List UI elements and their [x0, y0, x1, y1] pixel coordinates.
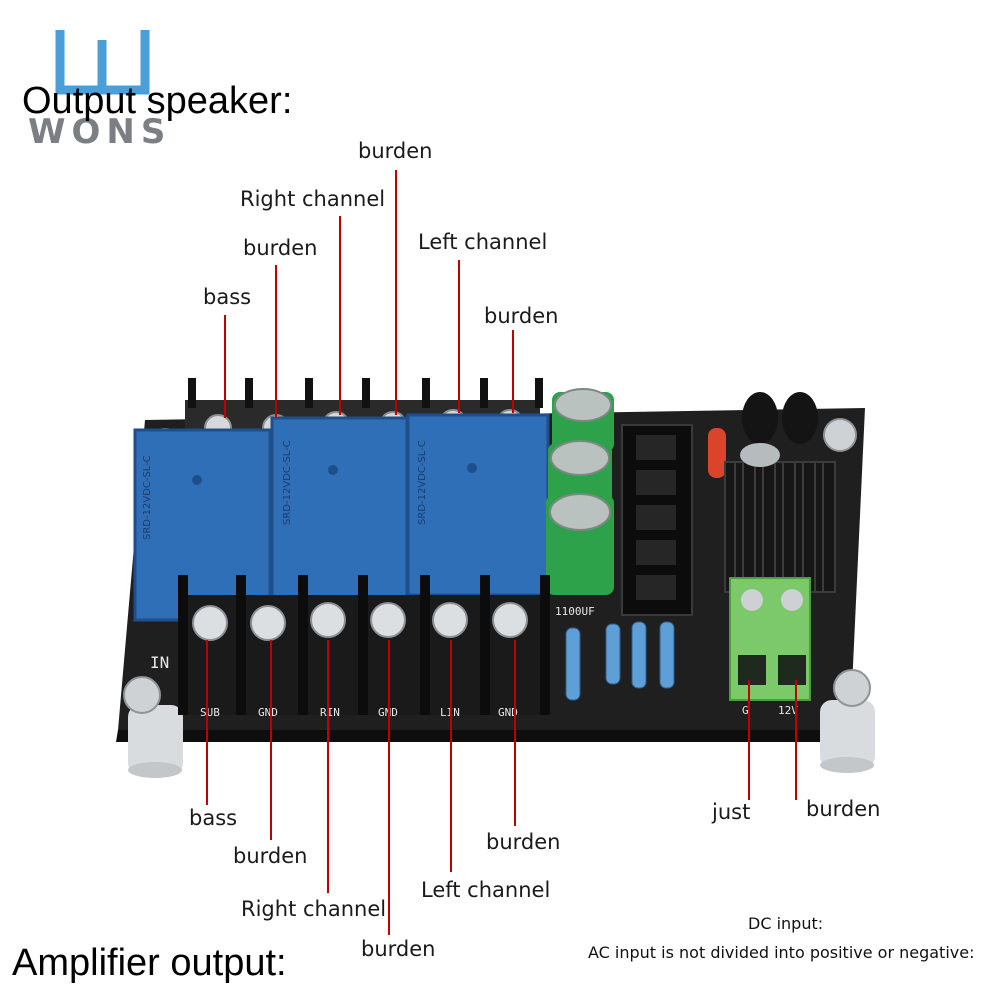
bottom-label-burden-3: burden: [486, 830, 561, 854]
terminal-label-sub: SUB: [200, 706, 220, 719]
leader-lines: [206, 170, 797, 935]
amplifier-output-heading: Amplifier output:: [12, 942, 287, 984]
dc-label-just: just: [712, 800, 751, 824]
relays: [133, 413, 550, 622]
relay-1: [133, 428, 272, 622]
terminal-label-lin: LIN: [440, 706, 460, 719]
ic-chip: [621, 424, 693, 616]
dc-label-g: G: [742, 704, 749, 717]
terminal-label-gnd-2: GND: [378, 706, 398, 719]
dc-label-burden: burden: [806, 797, 881, 821]
relay-3-label: SRD-12VDC-SL-C: [417, 440, 428, 525]
dc-input-note: DC input:: [748, 914, 824, 933]
bottom-label-burden-2: burden: [361, 937, 436, 961]
bottom-label-left-channel: Left channel: [421, 878, 551, 902]
capacitor-silkscreen: 1100UF: [555, 605, 595, 618]
relay-2-label: SRD-12VDC-SL-C: [282, 440, 293, 525]
bottom-terminal-screws: [192, 602, 528, 641]
terminal-label-rin: RIN: [320, 706, 340, 719]
top-label-burden-1: burden: [243, 236, 318, 260]
bottom-label-burden-1: burden: [233, 844, 308, 868]
top-label-burden-3: burden: [484, 304, 559, 328]
terminal-label-gnd-3: GND: [498, 706, 518, 719]
heatsink: [724, 461, 836, 593]
output-speaker-heading: Output speaker:: [22, 80, 293, 122]
bottom-label-right-channel: Right channel: [241, 897, 387, 921]
top-label-bass: bass: [203, 285, 252, 309]
standoff-right: [820, 700, 875, 768]
red-led: [708, 428, 726, 478]
ac-input-note: AC input is not divided into positive or…: [588, 943, 975, 962]
dc-input-terminal: [729, 577, 811, 701]
relay-1-label: SRD-12VDC-SL-C: [142, 455, 153, 540]
relay-2: [270, 416, 409, 600]
top-label-right-channel: Right channel: [240, 187, 386, 211]
bottom-label-bass: bass: [189, 806, 238, 830]
in-label: IN: [150, 653, 169, 672]
bottom-terminal-dividers: [178, 575, 550, 715]
resistors: [565, 621, 675, 701]
top-terminal-fins: [188, 378, 543, 408]
wons-logo-icon: [55, 25, 150, 95]
relay-3: [406, 413, 550, 597]
top-label-left-channel: Left channel: [418, 230, 548, 254]
electrolytic-capacitors: [546, 388, 614, 595]
logo-text: WONS: [28, 112, 172, 152]
top-label-burden-2: burden: [358, 139, 433, 163]
terminal-label-gnd-1: GND: [258, 706, 278, 719]
dc-label-12v: 12V: [778, 704, 798, 717]
standoff-left: [128, 705, 183, 775]
